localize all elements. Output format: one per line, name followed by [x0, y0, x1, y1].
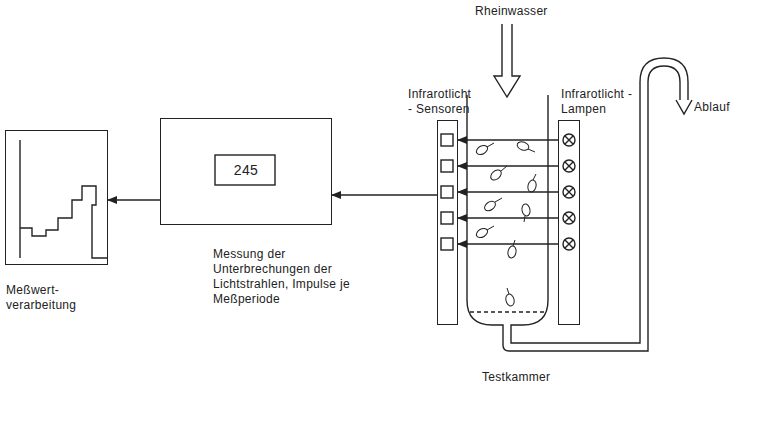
lamp-strip: Infrarotlicht - Lampen	[558, 120, 580, 325]
light-beam	[458, 243, 558, 244]
counter-value: 245	[216, 156, 276, 184]
test-chamber	[467, 95, 548, 337]
node-caption: Messung der Unterbrechungen der Lichtstr…	[213, 247, 363, 307]
lamp-symbols	[563, 134, 575, 250]
chart-axis	[19, 140, 20, 258]
light-beam	[458, 217, 558, 218]
node-caption: Testkammer	[482, 370, 592, 385]
signal-arrow	[332, 194, 437, 195]
signal-arrow	[108, 199, 160, 200]
outflow-arrow	[676, 100, 692, 114]
node-caption: Infrarotlicht - Sensoren	[408, 87, 471, 117]
inflow-arrow	[494, 24, 520, 97]
sensor-cells	[441, 134, 453, 250]
step-graph	[20, 186, 107, 258]
counter-box: 245Messung der Unterbrechungen der Licht…	[160, 118, 332, 225]
sieve-line	[470, 311, 545, 312]
outflow-pipe	[503, 66, 680, 351]
light-beam	[458, 165, 558, 166]
outflow-pipe	[511, 58, 688, 343]
light-beam	[458, 139, 558, 140]
node-caption: Meßwert- verarbeitung	[6, 283, 116, 313]
display-box	[215, 155, 275, 185]
daphnia	[475, 140, 538, 307]
outflow-label: Ablauf	[694, 100, 730, 115]
inflow-label: Rheinwasser	[475, 4, 548, 19]
light-beam	[458, 191, 558, 192]
sensor-strip: Infrarotlicht - Sensoren	[437, 120, 458, 325]
chart-box: Meßwert- verarbeitung	[5, 130, 108, 265]
test-chamber: Testkammer	[467, 95, 548, 325]
node-caption: Infrarotlicht - Lampen	[561, 87, 656, 117]
